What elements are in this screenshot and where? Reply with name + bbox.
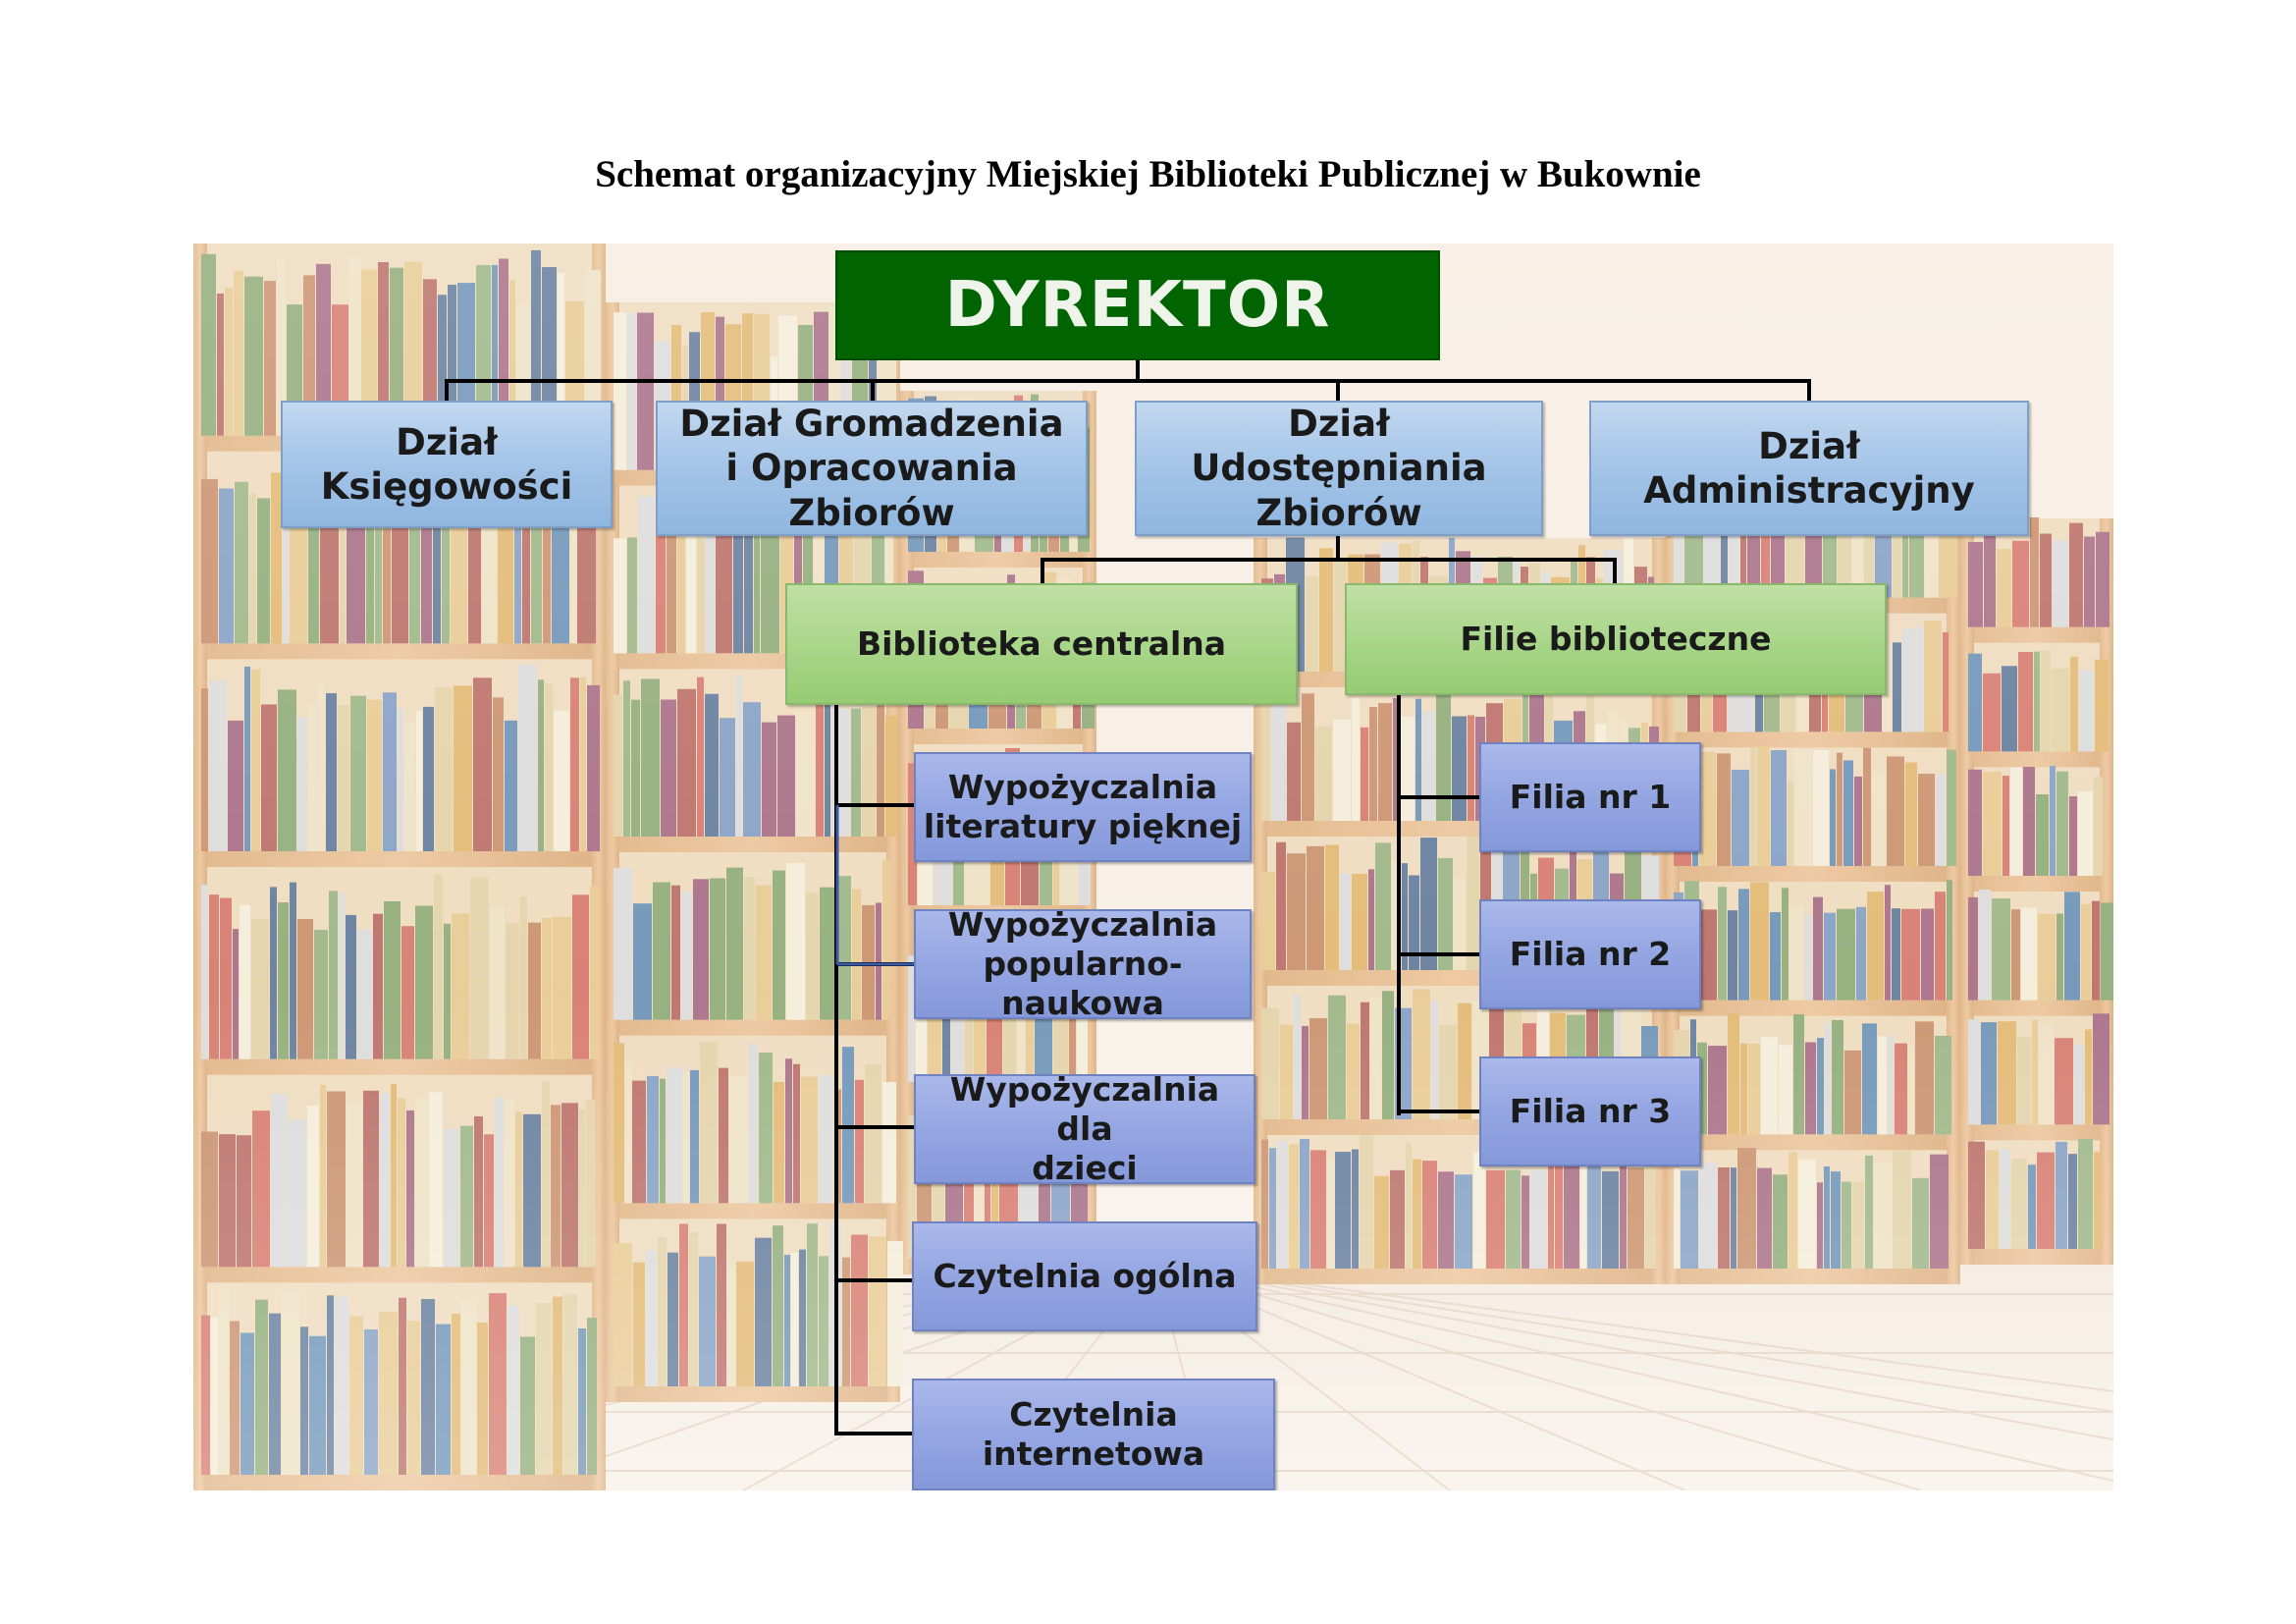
- department-gromadzenia-box: Dział Gromadzenia i Opracowania Zbiorów: [656, 401, 1088, 536]
- filia-3-box: Filia nr 3: [1479, 1056, 1701, 1166]
- filia-label: Filia nr 3: [1509, 1091, 1672, 1130]
- filia-label: Filia nr 1: [1509, 777, 1672, 816]
- department-label: Dział Udostępniania Zbiorów: [1191, 403, 1487, 534]
- department-ksiegowosci-box: Dział Księgowości: [281, 401, 613, 528]
- branch-libraries-box: Filie biblioteczne: [1345, 583, 1887, 695]
- department-udostepniania-box: Dział Udostępniania Zbiorów: [1135, 401, 1543, 536]
- unit-label: Czytelnia internetowa: [982, 1394, 1205, 1473]
- department-label: Dział Księgowości: [320, 420, 573, 508]
- unit-label: Wypożyczalnia literatury pięknej: [923, 767, 1243, 845]
- unit-czytelnia-internetowa-box: Czytelnia internetowa: [912, 1379, 1275, 1490]
- unit-dla-dzieci-box: Wypożyczalnia dla dzieci: [914, 1070, 1255, 1187]
- department-label: Dział Administracyjny: [1643, 424, 1975, 512]
- filia-1-box: Filia nr 1: [1479, 742, 1701, 852]
- branch-libraries-label: Filie biblioteczne: [1460, 619, 1772, 658]
- org-chart: DYREKTOR Dział Księgowości Dział Gromadz…: [193, 244, 2113, 1490]
- unit-label: Wypożyczalnia dla dzieci: [949, 1069, 1220, 1188]
- unit-czytelnia-ogolna-box: Czytelnia ogólna: [912, 1221, 1257, 1331]
- director-label: DYREKTOR: [944, 268, 1331, 342]
- filia-label: Filia nr 2: [1509, 934, 1672, 973]
- page-title: Schemat organizacyjny Miejskiej Bibliote…: [595, 153, 1701, 195]
- central-library-label: Biblioteka centralna: [856, 623, 1227, 663]
- department-administracyjny-box: Dział Administracyjny: [1589, 401, 2029, 536]
- unit-label: Czytelnia ogólna: [933, 1256, 1237, 1295]
- department-label: Dział Gromadzenia i Opracowania Zbiorów: [679, 403, 1064, 534]
- connector-lines: [445, 357, 1811, 1435]
- central-library-box: Biblioteka centralna: [785, 583, 1298, 705]
- unit-literatura-piekna-box: Wypożyczalnia literatury pięknej: [914, 752, 1252, 862]
- unit-popularno-naukowa-box: Wypożyczalnia popularno-naukowa: [914, 905, 1252, 1022]
- filia-2-box: Filia nr 2: [1479, 899, 1701, 1009]
- unit-label: Wypożyczalnia popularno-naukowa: [947, 904, 1218, 1023]
- director-box: DYREKTOR: [835, 250, 1440, 360]
